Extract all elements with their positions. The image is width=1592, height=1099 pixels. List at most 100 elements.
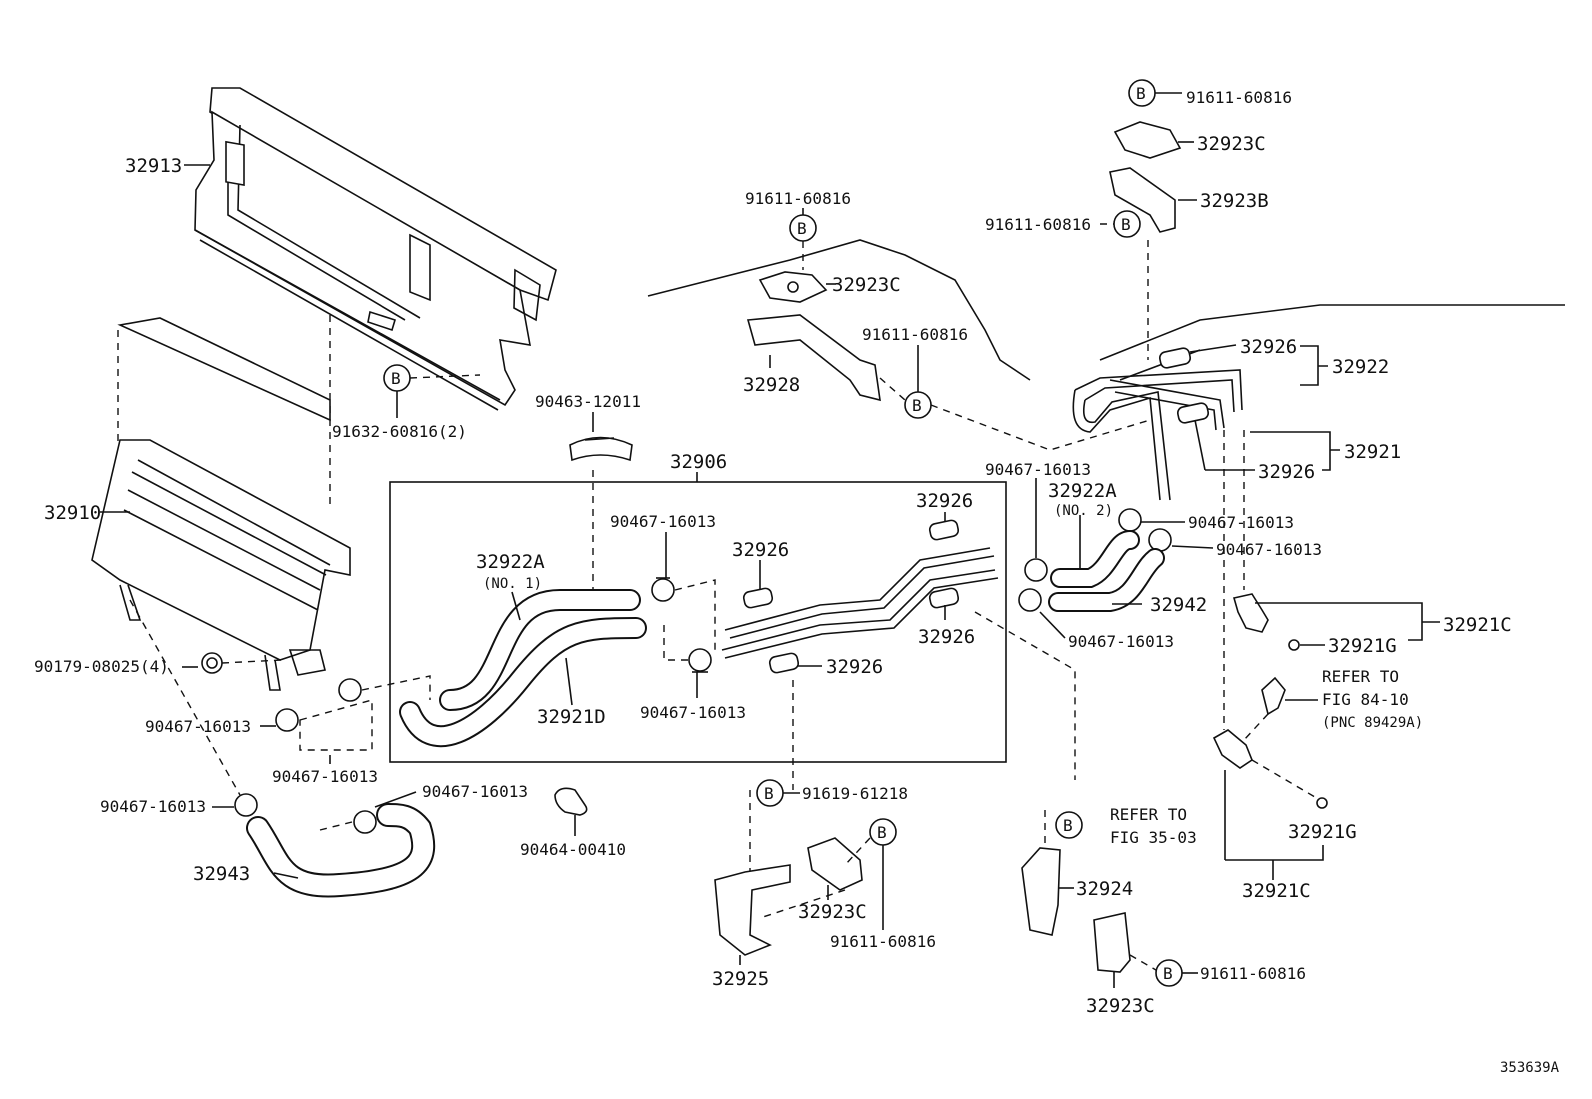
label-91611-b2: 91611-60816 [985,215,1091,234]
part-32921G-oring [1288,639,1300,651]
part-32928-bracket [746,314,881,402]
part-90179-grommet [201,652,223,674]
svg-text:B: B [797,219,807,238]
label-91632: 91632-60816(2) [332,422,467,441]
bolt-marker-91619: B [756,779,784,807]
label-32922A-no2: 32922A [1048,480,1117,502]
part-32923C-mid [758,271,828,303]
label-32924: 32924 [1076,878,1133,900]
label-fig-35-03: FIG 35-03 [1110,828,1197,847]
label-90467-g: 90467-16013 [145,717,251,736]
label-32921C-right: 32921C [1443,614,1512,636]
label-32922: 32922 [1332,356,1389,378]
label-32926-b: 32926 [1258,461,1315,483]
label-pnc: (PNC 89429A) [1322,715,1423,731]
label-32926-c: 32926 [916,490,973,512]
svg-text:B: B [1063,816,1073,835]
label-32943: 32943 [193,863,250,885]
label-90467-i: 90467-16013 [100,797,206,816]
part-32923C-bottom-right [1093,912,1131,973]
part-32921G-lower [1316,797,1328,809]
svg-text:B: B [1121,215,1131,234]
label-fig-84-10: FIG 84-10 [1322,690,1409,709]
hose-32926-d [742,587,774,609]
label-90179: 90179-08025(4) [34,657,169,676]
label-32923C-top: 32923C [1197,133,1266,155]
clamp-90467-f [688,648,712,673]
hose-32926-e [928,587,960,609]
part-32923C-top [1113,121,1182,159]
label-no2: (NO. 2) [1054,503,1113,519]
hose-32942 [1048,548,1165,612]
hose-32921D [399,617,647,748]
bolt-marker-bottom-right: B [1155,959,1183,987]
part-32924-bracket [1021,847,1061,936]
label-90467-d: 90467-16013 [1068,632,1174,651]
part-32923C-lower [807,837,863,891]
label-32921C-bottom: 32921C [1242,880,1311,902]
bolt-marker-top-right: B [1128,79,1156,107]
label-refer-35: REFER TO [1110,805,1187,824]
part-32913-shroud [194,87,557,411]
label-32921G-bottom: 32921G [1288,821,1357,843]
pipes-32921-32922 [1072,369,1243,501]
label-no1: (NO. 1) [483,576,542,592]
hose-32922A-no1 [439,589,641,711]
svg-text:B: B [764,784,774,803]
clamp-90467-d [1018,588,1042,612]
label-91611-mid: 91611-60816 [745,189,851,208]
part-32923B [1109,167,1176,233]
bolt-marker-32923B: B [1113,210,1141,238]
clamp-90467-i [234,793,258,817]
label-32926-a: 32926 [1240,336,1297,358]
pipe-set-32906 [721,547,999,659]
hose-32926-c [928,519,960,541]
svg-text:B: B [877,823,887,842]
label-32922A-no1: 32922A [476,551,545,573]
label-90463: 90463-12011 [535,392,641,411]
label-32925: 32925 [712,968,769,990]
label-32926-d: 32926 [732,539,789,561]
label-91619: 91619-61218 [802,784,908,803]
clamp-90467-a [1024,558,1048,582]
label-32906: 32906 [670,451,727,473]
bolt-marker-32928: B [904,391,932,419]
hose-32926-f [768,652,800,674]
bolt-marker-91632: B [383,364,411,392]
label-32921G-right: 32921G [1328,635,1397,657]
label-91611-low: 91611-60816 [830,932,936,951]
part-32921C-lower [1212,729,1253,769]
label-90464: 90464-00410 [520,840,626,859]
hose-32943 [246,803,436,898]
sensor [1261,676,1318,716]
label-32923C-br: 32923C [1086,995,1155,1017]
clamp-90467-h [275,708,299,732]
label-32928: 32928 [743,374,800,396]
bolt-marker-mid-top: B [789,214,817,242]
hose-32926-a [1158,347,1192,369]
label-91611-br: 91611-60816 [1200,964,1306,983]
label-32926-e: 32926 [918,626,975,648]
label-90467-h: 90467-16013 [272,767,378,786]
label-91611-top: 91611-60816 [1186,88,1292,107]
label-32921: 32921 [1344,441,1401,463]
svg-text:B: B [1136,84,1146,103]
clamp-90467-b [1118,508,1142,532]
label-91611-r: 91611-60816 [862,325,968,344]
clamp-90467-g [338,678,362,702]
hose-32926-b [1176,402,1210,424]
clamp-90467-j [353,810,377,834]
label-90467-c: 90467-16013 [1216,540,1322,559]
label-32942: 32942 [1150,594,1207,616]
label-90467-f: 90467-16013 [640,703,746,722]
part-32910-shroud [91,317,351,691]
label-90467-j: 90467-16013 [422,782,528,801]
diagram-code: 353639A [1500,1060,1560,1076]
label-refer-84: REFER TO [1322,667,1399,686]
label-32921D: 32921D [537,706,606,728]
kit-box-32906 [389,481,1007,763]
bolt-marker-lower: B [869,818,897,846]
label-32923C-low: 32923C [798,901,867,923]
